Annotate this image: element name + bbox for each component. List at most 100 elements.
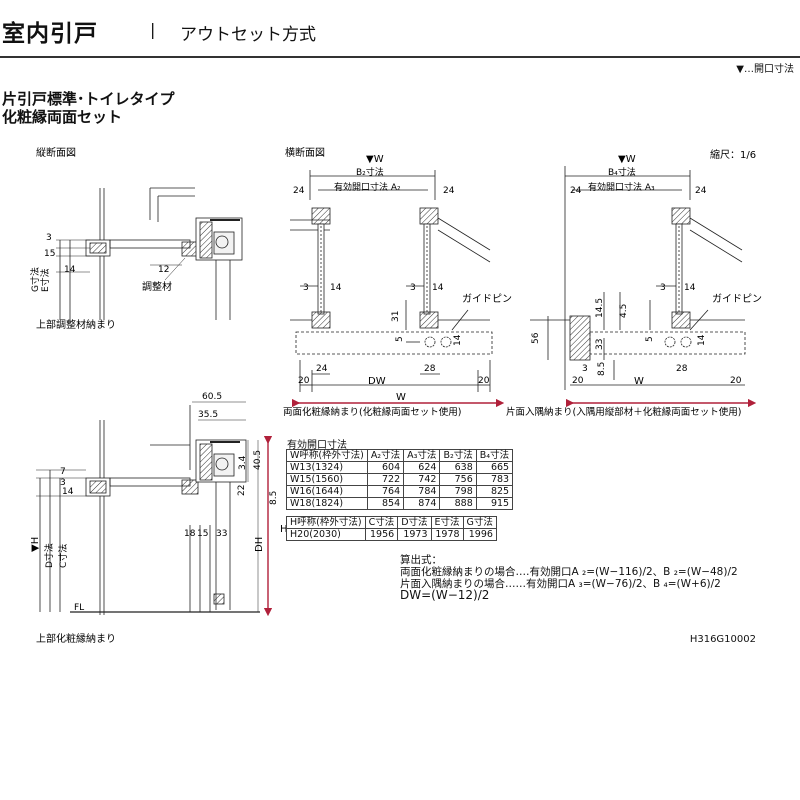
table-cell: 888 bbox=[439, 497, 477, 510]
double-trim-plan bbox=[290, 170, 493, 392]
right-dim-5: 5 bbox=[645, 336, 655, 342]
formula-title: 算出式： bbox=[400, 554, 442, 566]
h-dimension-label: H bbox=[280, 524, 288, 535]
table-cell: W15(1560) bbox=[286, 473, 368, 486]
right-dim-20-left: 20 bbox=[572, 376, 584, 386]
dim-lb-35-5: 35.5 bbox=[198, 410, 218, 420]
table1-header-1: A₂寸法 bbox=[366, 449, 405, 462]
dim-lt-15: 15 bbox=[44, 249, 55, 259]
mid-dim-5: 5 bbox=[395, 336, 405, 342]
table-cell: H20(2030) bbox=[286, 528, 366, 541]
dim-lb-33: 33 bbox=[216, 529, 227, 539]
mid-dim-31: 31 bbox=[391, 311, 401, 322]
mid-dw-label: DW bbox=[368, 376, 386, 387]
right-dim-56: 56 bbox=[531, 332, 541, 344]
table2-header-4: G寸法 bbox=[462, 516, 497, 529]
g-dimension-label: G寸法 bbox=[29, 267, 41, 292]
right-dim-8-5: 8.5 bbox=[597, 362, 607, 376]
right-a3-label: 有効開口寸法 A₃ bbox=[588, 181, 655, 193]
subtitle-set: 化粧縁両面セット bbox=[2, 108, 123, 126]
dim-lb-40-5: 40.5 bbox=[253, 450, 263, 470]
table-cell: 722 bbox=[366, 473, 405, 486]
dim-lt-14: 14 bbox=[64, 265, 76, 275]
right-b4-label: B₄寸法 bbox=[608, 166, 636, 178]
mid-dim-20-right: 20 bbox=[478, 376, 490, 386]
scale-label: 縮尺：1/6 bbox=[710, 148, 756, 161]
table-cell: 665 bbox=[475, 461, 514, 474]
mid-a2-label: 有効開口寸法 A₂ bbox=[334, 181, 401, 193]
right-dim-3-bottom: 3 bbox=[582, 364, 588, 374]
table-cell: 624 bbox=[403, 461, 441, 474]
dim-lb-60-5: 60.5 bbox=[202, 392, 222, 402]
mid-dim-24-right: 24 bbox=[443, 186, 455, 196]
upper-adjuster-detail bbox=[56, 187, 243, 320]
floor-level-label: FL bbox=[74, 603, 84, 613]
right-dim-24-right: 24 bbox=[695, 186, 707, 196]
table-cell: 1973 bbox=[397, 528, 432, 541]
right-dim-4-5: 4.5 bbox=[619, 304, 629, 318]
table-cell: 825 bbox=[475, 485, 514, 498]
table2-header-0: H呼称(枠外寸法) bbox=[286, 516, 366, 529]
table1-header-2: A₃寸法 bbox=[403, 449, 441, 462]
mid-dim-3-left: 3 bbox=[303, 283, 309, 293]
dim-lb-7: 7 bbox=[60, 467, 66, 477]
double-trim-caption: 両面化粧縁納まり(化粧縁両面セット使用) bbox=[283, 406, 461, 418]
h-opening-label: ▼H bbox=[30, 537, 41, 552]
mid-dim-24-left: 24 bbox=[293, 186, 305, 196]
right-w-opening: ▼W bbox=[618, 154, 636, 165]
right-dim-14-pin: 14 bbox=[697, 334, 707, 346]
d-dimension-label: D寸法 bbox=[43, 543, 55, 568]
table2-header-1: C寸法 bbox=[364, 516, 399, 529]
table1-caption: 有効開口寸法 bbox=[287, 440, 347, 451]
table-cell: 604 bbox=[366, 461, 405, 474]
mid-w-label: W bbox=[396, 392, 406, 403]
table-cell: 1978 bbox=[430, 528, 464, 541]
method-label: アウトセット方式 bbox=[180, 25, 316, 45]
dim-lt-12: 12 bbox=[158, 265, 169, 275]
mid-dim-14-pin: 14 bbox=[453, 334, 463, 346]
table-cell: 764 bbox=[366, 485, 405, 498]
table1-header-0: W呼称(枠外寸法) bbox=[286, 449, 368, 462]
table-cell: W16(1644) bbox=[286, 485, 368, 498]
dim-lt-3: 3 bbox=[46, 233, 52, 243]
legend-opening-dimension: ▼…開口寸法 bbox=[736, 64, 794, 75]
table-cell: 756 bbox=[439, 473, 477, 486]
right-dim-20-right: 20 bbox=[730, 376, 742, 386]
page-title: 室内引戸 bbox=[2, 21, 98, 47]
e-dimension-label: E寸法 bbox=[39, 268, 51, 292]
upper-adjuster-caption: 上部調整材納まり bbox=[36, 318, 116, 331]
upper-trim-caption: 上部化粧縁納まり bbox=[36, 632, 116, 645]
mid-w-opening: ▼W bbox=[366, 154, 384, 165]
title-separator: | bbox=[150, 20, 156, 39]
mid-b2-label: B₂寸法 bbox=[356, 166, 384, 178]
table1-header-3: B₂寸法 bbox=[439, 449, 477, 462]
dim-lb-8-5: 8.5 bbox=[269, 491, 279, 505]
table-cell: 798 bbox=[439, 485, 477, 498]
horizontal-section-label: 横断面図 bbox=[285, 146, 325, 159]
table-cell: 915 bbox=[475, 497, 514, 510]
c-dimension-label: C寸法 bbox=[57, 544, 69, 568]
inside-corner-plan bbox=[530, 166, 746, 390]
upper-trim-detail bbox=[36, 401, 260, 615]
mid-dim-20-left: 20 bbox=[298, 376, 310, 386]
table-cell: 783 bbox=[475, 473, 514, 486]
table-cell: 742 bbox=[403, 473, 441, 486]
formula-inside-corner: 片面入隅納まりの場合‥‥‥有効開口A ₃=(W−76)/2、B ₄=(W+6)/… bbox=[400, 578, 721, 590]
mid-guide-pin-label: ガイドピン bbox=[462, 293, 512, 305]
subtitle-type: 片引戸標準･トイレタイプ bbox=[2, 90, 175, 108]
right-dim-3: 3 bbox=[660, 283, 666, 293]
right-guide-pin-label: ガイドピン bbox=[712, 293, 762, 305]
table2-header-3: E寸法 bbox=[430, 516, 464, 529]
formula-dw: DW=(W−12)/2 bbox=[400, 588, 490, 602]
table-cell: W13(1324) bbox=[286, 461, 368, 474]
table-cell: 1996 bbox=[462, 528, 497, 541]
table-cell: 854 bbox=[366, 497, 405, 510]
dim-lb-3-4: 3.4 bbox=[238, 455, 248, 470]
